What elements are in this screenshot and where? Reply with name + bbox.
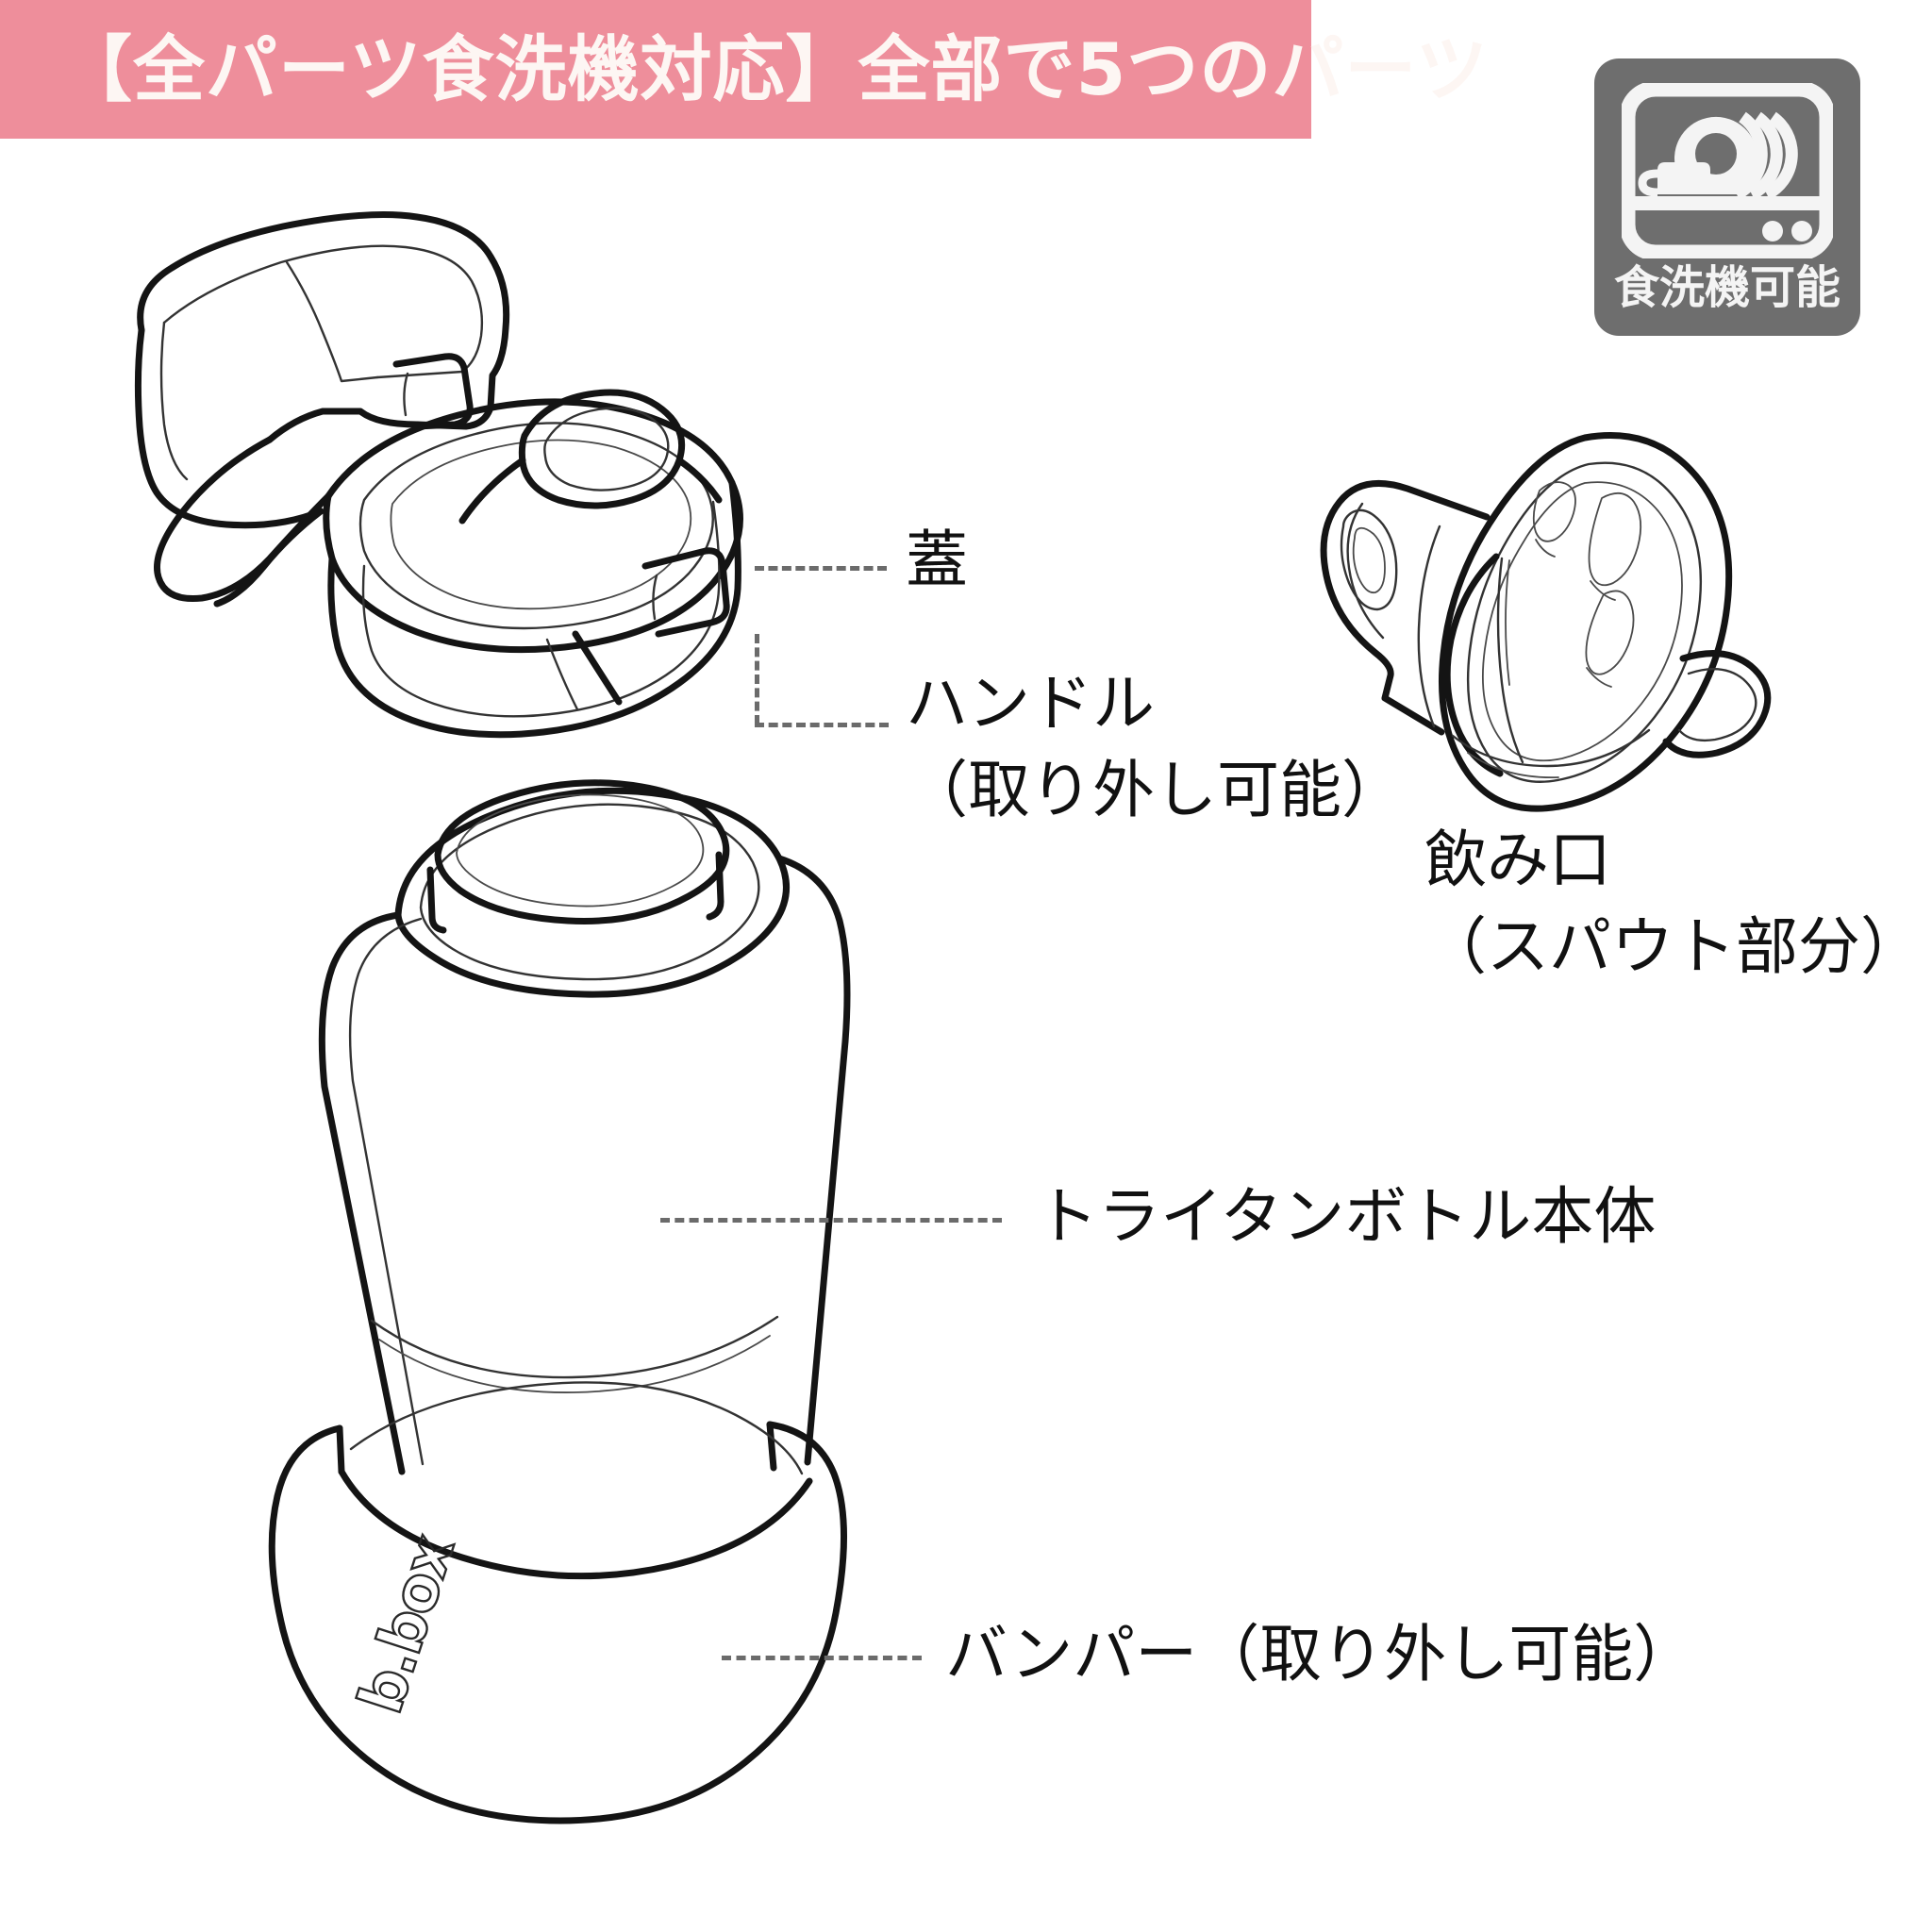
- dishwasher-icon: [1619, 80, 1836, 261]
- bbox-logo-text: b.box: [346, 1527, 469, 1722]
- lid-and-handle-drawing: [85, 189, 830, 755]
- label-spout-line1: 飲み口: [1424, 824, 1611, 896]
- dishwasher-safe-badge: 食洗機可能: [1594, 58, 1860, 336]
- leader-line-bumper: [722, 1656, 922, 1660]
- label-handle-line1: ハンドル: [906, 667, 1155, 740]
- leader-line-lid: [755, 566, 887, 571]
- label-handle-line2: （取り外し可能）: [906, 754, 1404, 826]
- leader-line-bottle: [660, 1218, 1002, 1223]
- header-title: 【全パーツ食洗機対応】全部で5つのパーツ: [60, 27, 1489, 111]
- leader-line-handle-horizontal: [755, 723, 889, 727]
- spout-drawing: [1302, 415, 1830, 830]
- label-handle: ハンドル （取り外し可能）: [906, 660, 1404, 834]
- label-bumper: バンパー（取り外し可能）: [945, 1615, 1695, 1694]
- label-spout: 飲み口 （スパウト部分）: [1424, 817, 1923, 991]
- leader-line-handle-vertical: [755, 634, 759, 724]
- bottle-body-drawing: b.box: [236, 717, 915, 1932]
- label-bumper-text: バンパー（取り外し可能）: [945, 1618, 1696, 1690]
- label-lid: 蓋: [906, 521, 968, 600]
- label-spout-line2: （スパウト部分）: [1424, 910, 1923, 983]
- dishwasher-badge-caption: 食洗機可能: [1613, 261, 1840, 314]
- label-bottle-body: トライタンボトル本体: [1036, 1177, 1656, 1257]
- label-lid-text: 蓋: [906, 524, 968, 596]
- header-banner: 【全パーツ食洗機対応】全部で5つのパーツ: [0, 0, 1488, 139]
- label-bottle-body-text: トライタンボトル本体: [1036, 1180, 1657, 1253]
